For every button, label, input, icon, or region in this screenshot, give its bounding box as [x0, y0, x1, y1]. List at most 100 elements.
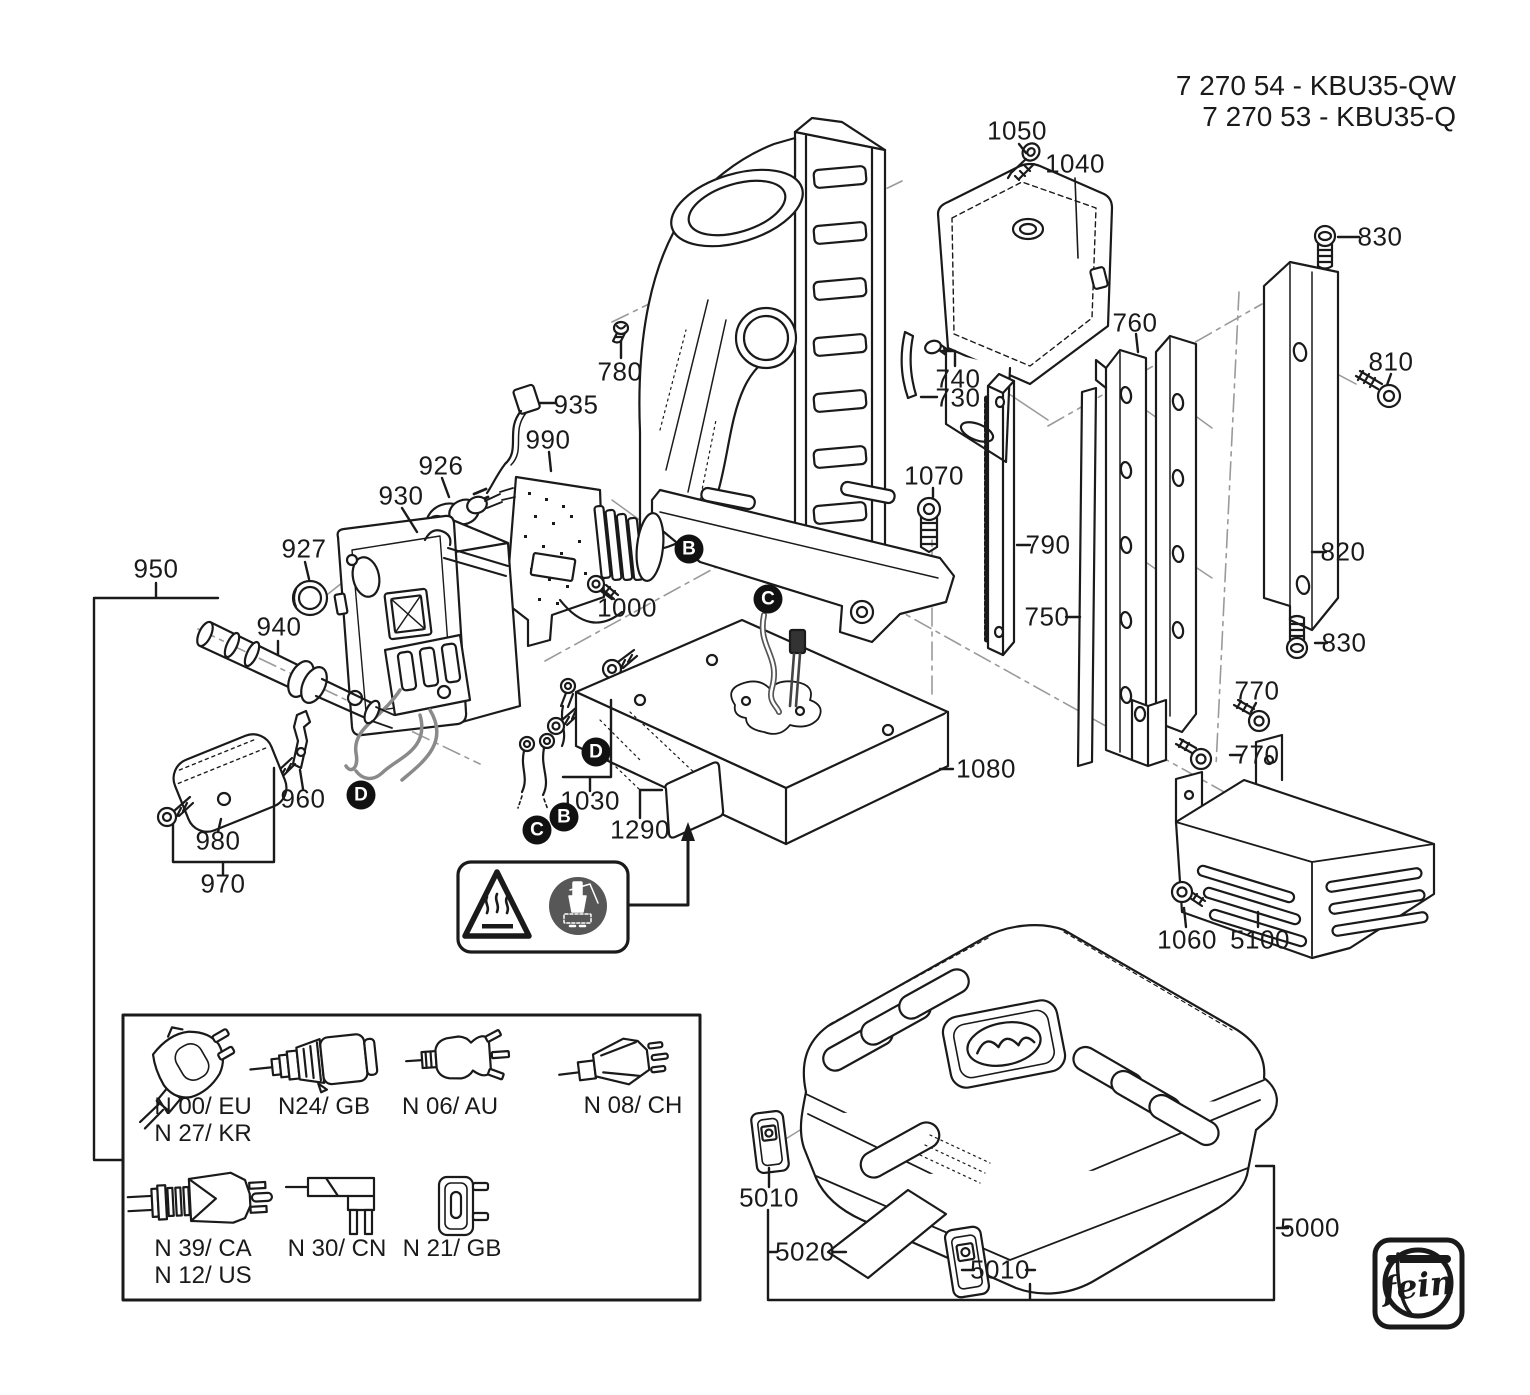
part-label-5010-31: 5010 — [739, 1182, 799, 1213]
plug-label-line: N 08/ CH — [583, 1092, 683, 1119]
plug-label-line: N 21/ GB — [402, 1235, 502, 1262]
plug-label-line: N 27/ KR — [154, 1120, 252, 1147]
plug-label-line: N 12/ US — [154, 1262, 252, 1289]
detail-badge-B-0: B — [674, 534, 704, 564]
screw-830-top — [1313, 224, 1337, 270]
armature-stack — [558, 504, 665, 624]
screw-1050 — [1006, 142, 1041, 182]
part-label-1060-29: 1060 — [1157, 924, 1217, 955]
rack-790 — [984, 372, 1016, 657]
part-label-5010-33: 5010 — [970, 1254, 1030, 1285]
column-rungs — [812, 165, 868, 525]
latch-5010-bottom — [943, 1225, 991, 1299]
screw-770-lower — [1174, 737, 1213, 771]
main-frame — [638, 116, 956, 644]
cover-1040 — [936, 162, 1114, 464]
screw-1000 — [586, 574, 620, 601]
hot-surface-warning-icon — [462, 869, 532, 939]
clip-730 — [900, 330, 918, 400]
part-label-830-2: 830 — [1357, 221, 1403, 252]
plug-label-line: N 39/ CA — [154, 1235, 252, 1262]
rating-plate-1290 — [664, 761, 725, 839]
catalog-number-line2: 7 270 53 - KBU35-Q — [1202, 101, 1456, 132]
plug-label-line: N 00/ EU — [154, 1093, 252, 1120]
plug-label-N24-GB: N24/ GB — [278, 1093, 370, 1120]
screw-740 — [924, 339, 950, 357]
plug-n00-eu — [138, 1026, 236, 1130]
plug-label-N-08-CH: N 08/ CH — [584, 1092, 683, 1119]
plug-n30-cn — [284, 1176, 376, 1236]
fein-logo — [1372, 1237, 1465, 1330]
strip-750 — [1076, 386, 1098, 768]
latch-5010-left — [750, 1109, 790, 1175]
part-label-5020-32: 5020 — [775, 1236, 835, 1267]
connector-935 — [472, 383, 541, 504]
warning-label — [456, 860, 630, 954]
part-label-960-23: 960 — [280, 783, 326, 814]
motor-tube-940 — [196, 620, 395, 729]
part-label-810-3: 810 — [1368, 346, 1414, 377]
cap-980 — [172, 733, 288, 833]
screw-770-upper — [1232, 698, 1271, 733]
part-label-990-9: 990 — [525, 424, 571, 455]
part-label-5000-34: 5000 — [1280, 1212, 1340, 1243]
part-label-1290-28: 1290 — [610, 814, 670, 845]
gearbox-930 — [333, 514, 522, 737]
plug-n21-gb — [437, 1175, 490, 1237]
clamp-960 — [291, 709, 312, 770]
plug-label-N-21-GB: N 21/ GB — [403, 1235, 502, 1262]
guide-rail-820 — [1262, 260, 1340, 632]
detail-badge-B-4: B — [549, 802, 579, 832]
plug-label-N-06-AU: N 06/ AU — [402, 1093, 498, 1120]
terminal-lugs-1030 — [517, 648, 639, 811]
catalog-number-line1: 7 270 54 - KBU35-QW — [1175, 70, 1456, 101]
part-label-730-7: 730 — [935, 382, 981, 413]
part-label-760-4: 760 — [1112, 307, 1158, 338]
screw-980 — [156, 795, 195, 828]
card-5020 — [826, 1188, 948, 1280]
part-label-1050-0: 1050 — [987, 115, 1047, 146]
screw-1060 — [1170, 880, 1207, 908]
part-label-740-6: 740 — [935, 363, 981, 394]
plug-n08-ch — [558, 1037, 669, 1086]
part-label-770-21: 770 — [1234, 675, 1280, 706]
detail-badge-C-1: C — [753, 584, 783, 614]
base-cables — [759, 612, 807, 715]
screw-1070 — [916, 496, 942, 554]
case-emblem — [941, 999, 1067, 1089]
detail-badge-D-2: D — [346, 780, 376, 810]
screw-810 — [1354, 369, 1402, 409]
magnetic-drill-pictogram-icon — [549, 877, 607, 935]
part-label-1080-25: 1080 — [956, 753, 1016, 784]
part-label-5100-30: 5100 — [1230, 924, 1290, 955]
screw-830-bottom — [1285, 614, 1309, 660]
screw-1030-b — [546, 705, 582, 736]
detail-badge-C-5: C — [522, 815, 552, 845]
fein-logo-text: fein — [1380, 1262, 1456, 1309]
screw-780 — [611, 320, 630, 344]
part-label-820-15: 820 — [1320, 536, 1366, 567]
part-label-750-17: 750 — [1024, 601, 1070, 632]
plug-variants-box — [121, 1013, 702, 1302]
part-label-940-20: 940 — [256, 611, 302, 642]
cap-927 — [291, 579, 329, 617]
part-label-927-13: 927 — [281, 533, 327, 564]
part-label-930-11: 930 — [378, 480, 424, 511]
motor-wires — [344, 688, 439, 782]
part-label-1040-1: 1040 — [1045, 148, 1105, 179]
arrow-1290 — [626, 822, 695, 907]
part-label-1070-12: 1070 — [904, 460, 964, 491]
plug-n06-au — [405, 1029, 511, 1081]
part-label-926-10: 926 — [418, 450, 464, 481]
part-label-780-5: 780 — [597, 356, 643, 387]
part-label-970-27: 970 — [200, 868, 246, 899]
plug-n24-gb — [249, 1033, 379, 1094]
part-label-980-24: 980 — [195, 825, 241, 856]
plug-label-line: N 06/ AU — [401, 1093, 499, 1120]
plug-n39-ca-us — [126, 1171, 274, 1224]
plug-label-line: N 30/ CN — [287, 1235, 387, 1262]
leader-lines — [92, 142, 1393, 1302]
